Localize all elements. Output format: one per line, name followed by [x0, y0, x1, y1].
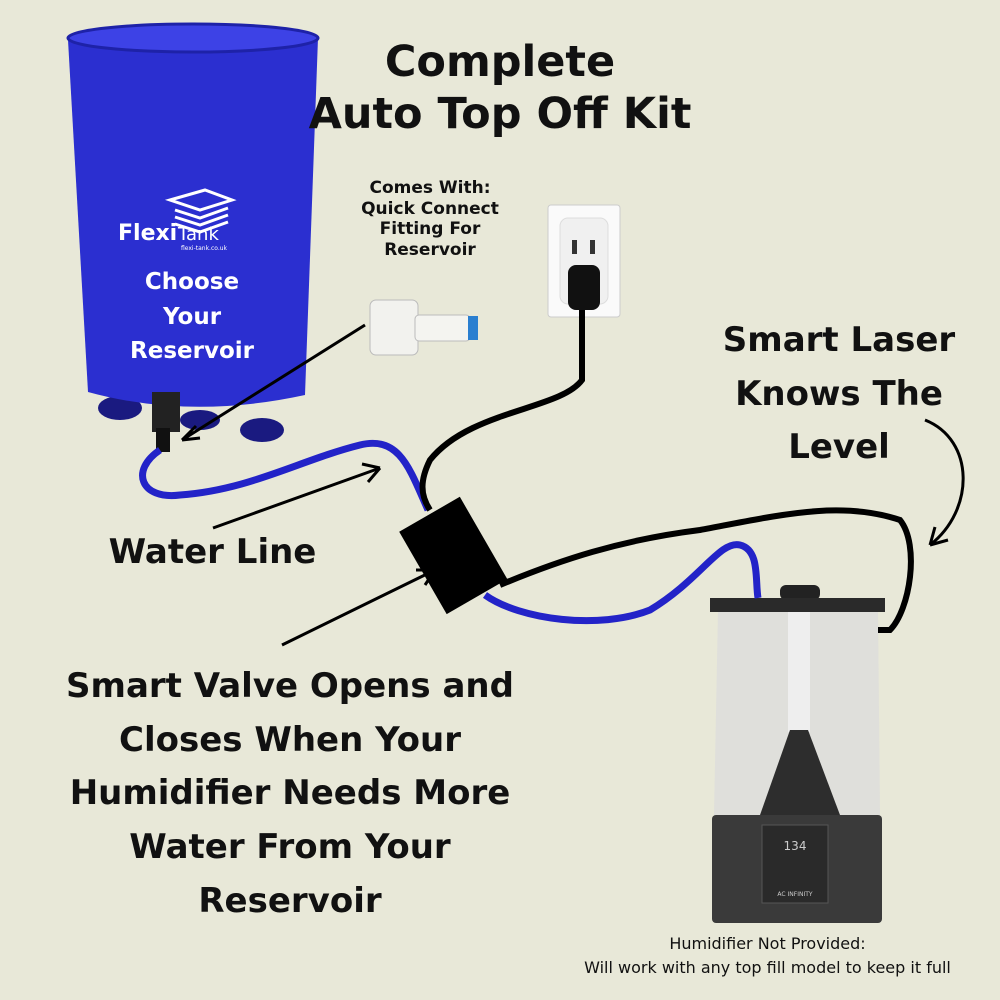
humidifier: 134 AC INFINITY: [710, 585, 885, 923]
note-line-1: Humidifier Not Provided:: [669, 934, 866, 953]
reservoir-label: Choose Your Reservoir: [112, 265, 272, 369]
svg-text:Tank: Tank: [177, 224, 219, 245]
label-line: Water From Your: [129, 827, 451, 868]
pointer-arrows: [180, 323, 965, 647]
ac-infinity-logo: AC INFINITY: [777, 891, 812, 898]
label-line: Smart Valve Opens and: [66, 666, 514, 706]
label-line: Reservoir: [198, 880, 382, 921]
water-line: [139, 439, 762, 625]
wall-outlet: [547, 204, 621, 318]
note-line: Reservoir: [384, 240, 476, 261]
note-line: Quick Connect: [361, 198, 499, 219]
water-line-label: Water Line: [108, 532, 317, 572]
label-line: Closes When Your: [119, 719, 461, 760]
label-line: Choose: [144, 269, 240, 295]
reservoir-tank: Flexi Tank flexi-tank.co.uk: [66, 22, 320, 452]
power-cable: [419, 310, 914, 633]
display-readout: 134: [784, 839, 807, 853]
laser-label: Smart Laser Knows The Level: [700, 314, 978, 475]
note-line-2: Will work with any top fill model to kee…: [584, 958, 951, 977]
smart-valve: [399, 496, 508, 615]
title-line-1: Complete: [384, 37, 616, 87]
note-line: Comes With:: [369, 178, 491, 198]
valve-label: Smart Valve Opens and Closes When Your H…: [40, 660, 540, 929]
quick-connect-fitting: [369, 299, 478, 356]
label-line: Your: [162, 303, 222, 330]
fitting-note: Comes With: Quick Connect Fitting For Re…: [340, 178, 520, 261]
label-line: Smart Laser: [722, 320, 956, 360]
flexitank-logo: Flexi Tank flexi-tank.co.uk: [118, 188, 237, 252]
svg-text:Flexi: Flexi: [118, 221, 177, 246]
label-line: Humidifier Needs More: [69, 773, 511, 814]
humidifier-note: Humidifier Not Provided: Will work with …: [530, 932, 1000, 980]
page-title: Complete Auto Top Off Kit: [300, 36, 700, 141]
title-line-2: Auto Top Off Kit: [308, 89, 692, 140]
label-line: Reservoir: [130, 338, 254, 364]
label-line: Knows The: [735, 373, 943, 414]
svg-text:flexi-tank.co.uk: flexi-tank.co.uk: [181, 245, 228, 252]
label-line: Level: [788, 427, 890, 468]
note-line: Fitting For: [379, 219, 481, 240]
